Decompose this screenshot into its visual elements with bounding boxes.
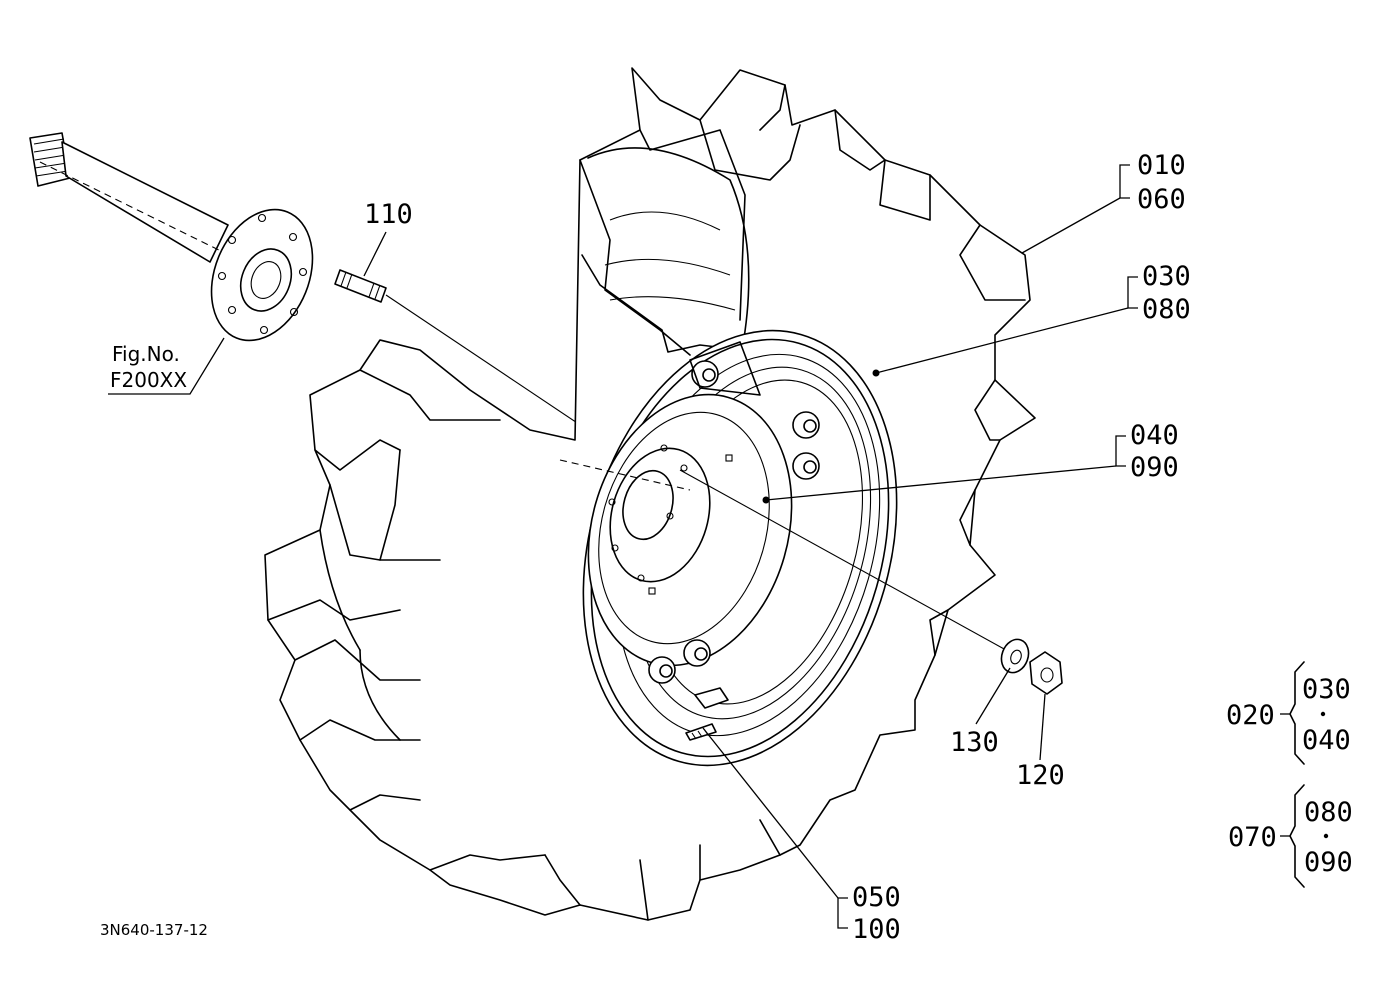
washer xyxy=(1000,638,1030,674)
callout-wheel-rim-1: 030 xyxy=(1142,261,1191,292)
assembly-1-member-2: 040 xyxy=(1302,725,1351,756)
assembly-bracket-2 xyxy=(1280,784,1329,888)
assembly-2-member-2: 090 xyxy=(1304,847,1353,878)
callout-labels: 010 060 030 080 040 090 050 100 110 130 … xyxy=(100,150,1353,945)
callout-nut: 120 xyxy=(1016,760,1065,791)
axle-shaft xyxy=(29,132,301,291)
callout-stud-bolt: 110 xyxy=(364,199,413,230)
assembly-2-number: 070 xyxy=(1228,822,1277,853)
callout-wheel-disc-2: 090 xyxy=(1130,452,1179,483)
axle-flange xyxy=(210,208,314,342)
assembly-bracket-1 xyxy=(1280,661,1326,765)
drawing-number: 3N640-137-12 xyxy=(100,921,208,939)
assembly-1-number: 020 xyxy=(1226,700,1275,731)
callout-wheel-rim-2: 080 xyxy=(1142,294,1191,325)
leader-lines xyxy=(108,164,1138,929)
assembly-1-member-1: 030 xyxy=(1302,674,1351,705)
callout-washer: 130 xyxy=(950,727,999,758)
rim-lug-nuts xyxy=(648,341,820,684)
nut xyxy=(1029,651,1063,695)
callout-valve-2: 100 xyxy=(852,914,901,945)
callout-tire-2: 060 xyxy=(1137,184,1186,215)
assembly-2-member-1: 080 xyxy=(1304,797,1353,828)
figure-ref-line2: F200XX xyxy=(110,368,187,392)
callout-tire-1: 010 xyxy=(1137,150,1186,181)
figure-ref-line1: Fig.No. xyxy=(112,342,180,366)
callout-valve-1: 050 xyxy=(852,882,901,913)
callout-wheel-disc-1: 040 xyxy=(1130,420,1179,451)
